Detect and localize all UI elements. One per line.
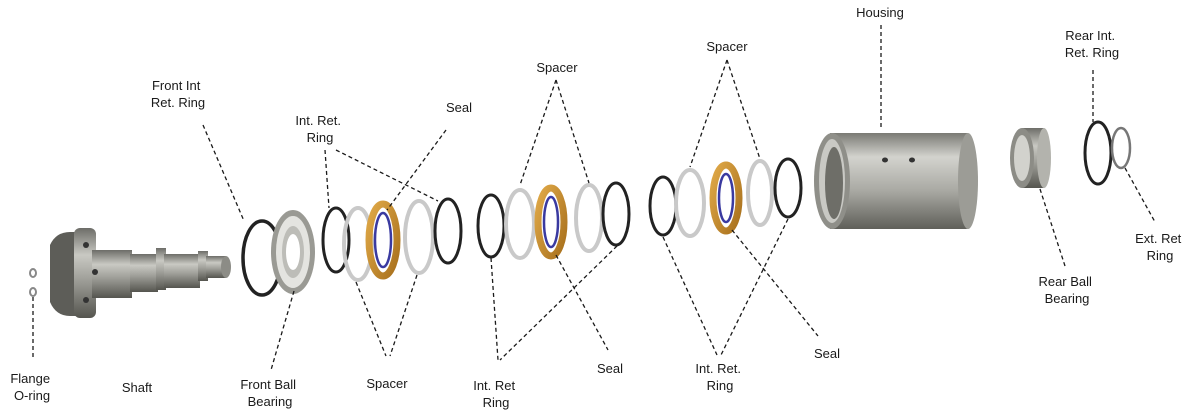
leader-int-ret-ring-2b xyxy=(500,246,617,360)
front-ball-bearing xyxy=(271,210,315,294)
spacer-3-left xyxy=(676,170,704,236)
leader-int-ret-ring-3a xyxy=(663,237,717,355)
leader-front-ball-bearing xyxy=(271,291,294,370)
leader-spacer-1a xyxy=(356,282,386,356)
leader-int-ret-ring-1a xyxy=(325,150,329,208)
label-spacer-3: Spacer xyxy=(706,39,748,54)
label-seal-2: Seal xyxy=(597,361,623,376)
flange-oring xyxy=(30,269,36,296)
int-ret-ring-3-left xyxy=(650,177,676,235)
leader-spacer-2b xyxy=(556,80,589,183)
label-shaft: Shaft xyxy=(122,380,153,395)
spacer-1-right xyxy=(405,201,433,273)
leader-spacer-1b xyxy=(390,275,417,356)
leader-seal-1 xyxy=(387,130,446,210)
leader-seal-2 xyxy=(556,255,608,350)
rear-int-ret-ring xyxy=(1085,122,1111,184)
label-seal-1: Seal xyxy=(446,100,472,115)
leader-rear-ball-bearing xyxy=(1040,189,1065,266)
label-rear-int-ret-ring: Rear Int. Ret. Ring xyxy=(1065,28,1119,60)
label-spacer-2: Spacer xyxy=(536,60,578,75)
label-spacer-1: Spacer xyxy=(366,376,408,391)
spacer-2-left xyxy=(506,190,534,258)
leader-int-ret-ring-2a xyxy=(491,258,498,360)
label-front-int-ret-ring: Front Int Ret. Ring xyxy=(151,78,205,110)
leader-spacer-3a xyxy=(690,60,727,167)
int-ret-ring-1-right xyxy=(435,199,461,263)
label-int-ret-ring-1: Int. Ret. Ring xyxy=(295,113,344,145)
spacer-2-right xyxy=(576,185,602,251)
label-rear-ball-bearing: Rear Ball Bearing xyxy=(1038,274,1095,306)
leader-spacer-3b xyxy=(727,60,760,159)
int-ret-ring-2-right xyxy=(603,183,629,245)
leader-front-int-ret-ring xyxy=(203,125,244,221)
seal-2 xyxy=(538,188,564,256)
label-housing: Housing xyxy=(856,5,904,20)
leader-ext-ret-ring xyxy=(1125,168,1155,222)
int-ret-ring-2-left xyxy=(478,195,504,257)
leader-int-ret-ring-1b xyxy=(336,150,438,201)
label-seal-3: Seal xyxy=(814,346,840,361)
spacer-3-right xyxy=(748,161,772,225)
ext-ret-ring xyxy=(1112,128,1130,168)
label-int-ret-ring-2: Int. Ret Ring xyxy=(473,378,519,410)
seal-3 xyxy=(713,165,739,231)
int-ret-ring-3-right xyxy=(775,159,801,217)
shaft xyxy=(50,228,231,318)
label-ext-ret-ring: Ext. Ret Ring xyxy=(1135,231,1185,263)
label-front-ball-bearing: Front Ball Bearing xyxy=(240,377,299,409)
label-int-ret-ring-3: Int. Ret. Ring xyxy=(695,361,744,393)
housing xyxy=(814,133,978,229)
leader-spacer-2a xyxy=(520,80,556,185)
rear-ball-bearing xyxy=(1010,128,1051,188)
label-flange-oring: Flange O-ring xyxy=(10,371,53,403)
